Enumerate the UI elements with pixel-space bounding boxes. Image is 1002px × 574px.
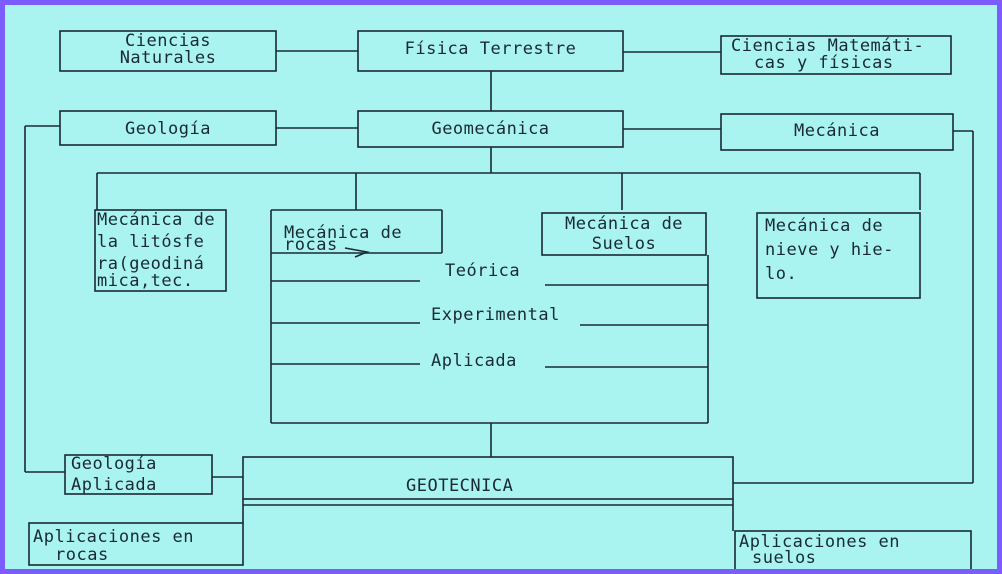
node-geomecanica: Geomecánica — [431, 119, 550, 139]
node-mecanica-nieve-line3: lo. — [765, 264, 798, 284]
node-mecanica-rocas-line1: Mecánica de — [284, 223, 403, 243]
node-geotecnica: GEOTECNICA — [406, 476, 514, 496]
connector-lines — [24, 30, 974, 569]
box-aplicaciones-suelos — [734, 530, 972, 569]
node-aplicaciones-suelos-line2: suelos — [752, 548, 817, 568]
box-geotecnica — [242, 456, 734, 500]
box-ciencias-matematicas — [720, 35, 952, 75]
node-ciencias-matematicas-line2: cas y físicas — [754, 53, 894, 73]
box-mecanica-nieve — [756, 212, 921, 299]
box-geologia-aplicada — [64, 454, 213, 495]
node-aplicaciones-suelos-line1: Aplicaciones en — [739, 532, 901, 552]
box-mecanica-suelos — [541, 212, 707, 256]
box-aplicaciones-rocas — [28, 522, 244, 566]
node-mecanica-litosfera-line1: Mecánica de — [97, 210, 216, 230]
node-mecanica-nieve-line2: nieve y hie- — [765, 240, 894, 260]
node-mecanica-litosfera-line4: mica,tec. — [97, 271, 194, 291]
node-mecanica-litosfera-line2: la litósfe — [97, 232, 205, 252]
node-aplicaciones-rocas-line2: rocas — [55, 545, 109, 565]
box-mecanica — [720, 113, 954, 151]
node-mecanica-litosfera-line3: ra(geodiná — [97, 254, 205, 274]
node-ciencias-matematicas-line1: Ciencias Matemáti- — [731, 36, 925, 56]
node-ciencias-naturales-line2: Naturales — [119, 48, 217, 68]
node-ciencias-naturales-line1: Ciencias — [125, 31, 211, 51]
node-aplicaciones-rocas-line1: Aplicaciones en — [33, 527, 195, 547]
level-teorica: Teórica — [445, 261, 521, 281]
node-geologia: Geología — [125, 119, 211, 139]
node-fisica-terrestre: Física Terrestre — [404, 39, 577, 59]
node-geologia-aplicada-line1: Geología — [71, 454, 157, 474]
node-mecanica-suelos-line2: Suelos — [591, 234, 657, 254]
node-mecanica-nieve-line1: Mecánica de — [765, 216, 884, 236]
node-mecanica-suelos-line1: Mecánica de — [564, 214, 684, 234]
node-geologia-aplicada-line2: Aplicada — [71, 475, 157, 495]
node-mecanica-rocas-line2: rocas — [284, 235, 338, 255]
node-mecanica: Mecánica — [794, 121, 880, 141]
level-experimental: Experimental — [431, 305, 560, 325]
box-mecanica-litosfera — [94, 209, 227, 292]
level-aplicada: Aplicada — [431, 351, 517, 371]
